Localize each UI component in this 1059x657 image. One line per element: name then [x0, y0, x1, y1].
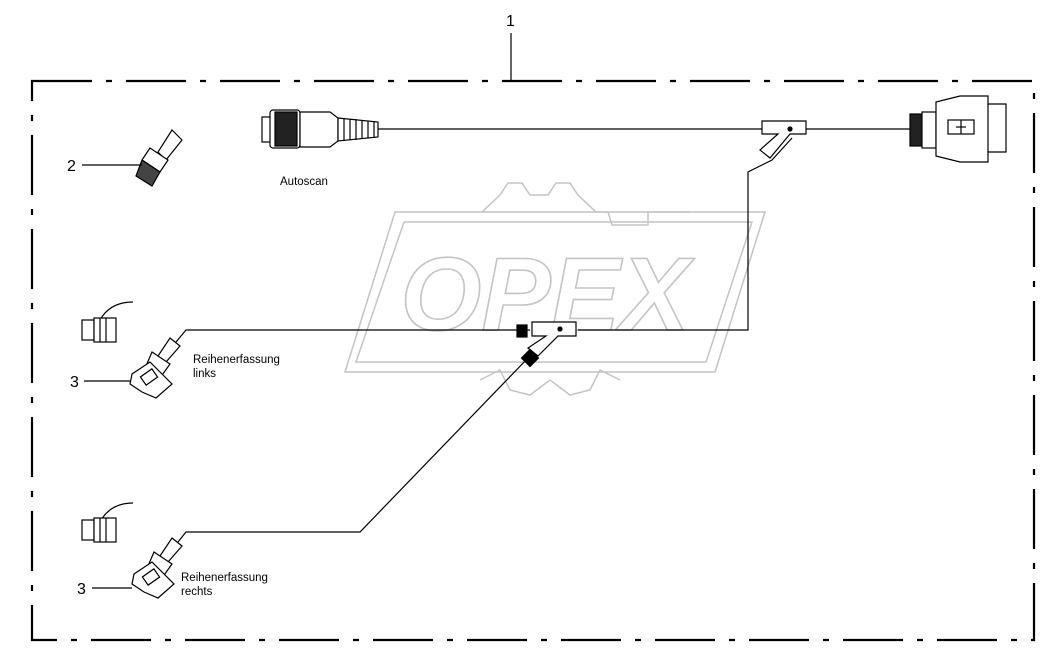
- row-left-label-line2: links: [193, 368, 216, 380]
- spare-plug-lower: [81, 517, 117, 543]
- lower-y-splitter: [516, 321, 577, 368]
- callout-1-number: 1: [506, 13, 515, 30]
- branch-wire-to-lower-splitter: [578, 137, 793, 331]
- callout-2: 2: [67, 158, 142, 175]
- autoscan-label: Autoscan: [280, 176, 328, 188]
- callout-3-left: 3: [70, 374, 130, 391]
- main-plug-connector: [909, 95, 1007, 163]
- row-left-wire: [175, 329, 530, 343]
- autoscan-connector: [261, 109, 379, 149]
- callout-2-number: 2: [67, 158, 76, 175]
- logo-outer-frame: [343, 211, 767, 373]
- opex-watermark-logo: OPEX: [343, 182, 767, 396]
- part-2-sensor: [135, 129, 183, 187]
- callout-1: 1: [506, 13, 515, 81]
- row-left-label-line1: Reihenerfassung: [193, 354, 280, 366]
- row-right-wire: [177, 357, 529, 543]
- row-right-label-line1: Reihenerfassung: [181, 572, 268, 584]
- row-left-connector: [129, 337, 181, 399]
- callout-3-right: 3: [77, 581, 132, 598]
- callout-3-right-number: 3: [77, 581, 86, 598]
- spare-left-upper-tail: [99, 301, 134, 321]
- harness-wires: [99, 128, 910, 543]
- row-right-label-line2: rechts: [181, 586, 213, 598]
- upper-y-splitter: [759, 120, 807, 159]
- assembly-boundary: [30, 79, 1036, 642]
- logo-inner-frame: [354, 221, 754, 363]
- spare-plug-upper: [81, 317, 117, 343]
- row-right-connector: [131, 537, 183, 599]
- callout-3-left-number: 3: [70, 374, 79, 391]
